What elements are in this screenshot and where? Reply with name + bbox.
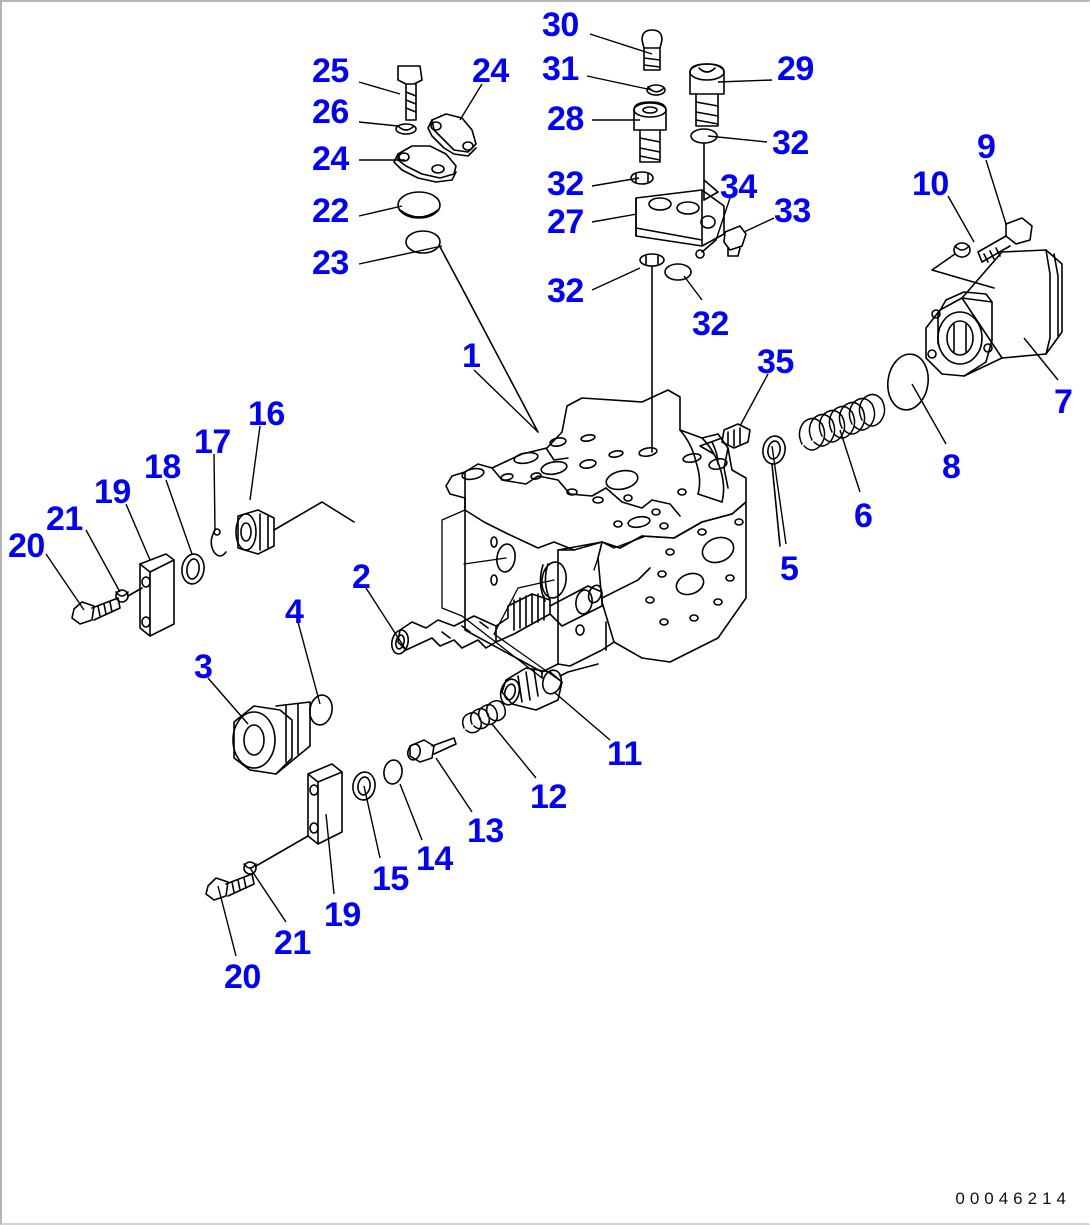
leader-line-3: [207, 677, 249, 725]
valve-housing-body: [445, 389, 747, 679]
callout-number-1: 1: [462, 337, 481, 375]
leader-line-26: [358, 121, 399, 127]
leader-line-18: [165, 479, 193, 555]
leader-line-19b: [325, 813, 335, 895]
callout-number-28: 28: [547, 100, 584, 138]
leader-line-20: [45, 553, 85, 611]
callout-number-24a: 24: [472, 52, 509, 90]
callout-number-4: 4: [285, 593, 304, 631]
callout-number-14: 14: [416, 840, 453, 878]
callout-number-25: 25: [312, 52, 349, 90]
leader-line-10: [947, 195, 975, 243]
callout-number-29: 29: [777, 50, 814, 88]
callout-number-3: 3: [194, 648, 213, 686]
callout-number-9: 9: [977, 128, 996, 166]
callout-number-35: 35: [757, 343, 794, 381]
callout-number-32a: 32: [772, 124, 809, 162]
leader-line-32b: [591, 177, 640, 187]
leader-line-19: [125, 503, 151, 561]
callout-number-23: 23: [312, 244, 349, 282]
callout-number-20b: 20: [224, 958, 261, 996]
leader-line-7: [1023, 337, 1059, 381]
leader-line-34: [715, 197, 731, 241]
leader-line-32c: [591, 267, 641, 291]
callout-number-10: 10: [912, 165, 949, 203]
leader-line-21b: [249, 867, 287, 923]
callout-number-19b: 19: [324, 896, 361, 934]
relief-valve-group: [205, 663, 599, 901]
leader-line-6: [839, 429, 861, 493]
callout-number-13: 13: [467, 812, 504, 850]
callout-number-34: 34: [720, 168, 757, 206]
callout-number-2: 2: [352, 558, 371, 596]
leader-line-17: [213, 453, 216, 531]
callout-number-24b: 24: [312, 140, 349, 178]
callout-number-16: 16: [248, 395, 285, 433]
leader-line-15: [363, 785, 381, 859]
callout-number-15: 15: [372, 860, 409, 898]
leader-line-13: [435, 757, 473, 813]
callout-number-33: 33: [774, 192, 811, 230]
callout-number-18: 18: [144, 448, 181, 486]
leader-line-31: [586, 75, 653, 91]
callout-number-21: 21: [46, 500, 83, 538]
callout-number-26: 26: [312, 93, 349, 131]
callout-number-19: 19: [94, 473, 131, 511]
leader-line-14: [399, 783, 423, 841]
leader-line-35: [739, 373, 769, 427]
leader-line-22: [358, 205, 403, 217]
callout-number-27: 27: [547, 203, 584, 241]
callout-number-11: 11: [607, 735, 642, 773]
leader-line-16: [249, 425, 261, 501]
leader-line-29: [717, 79, 773, 83]
leader-line-11: [553, 691, 611, 741]
callout-number-5: 5: [780, 550, 799, 588]
leader-line-24a: [459, 83, 483, 121]
callout-number-32c: 32: [547, 272, 584, 310]
spool-valve-group: [232, 567, 651, 775]
callout-number-32d: 32: [692, 305, 729, 343]
callout-number-7: 7: [1054, 383, 1073, 421]
leader-line-20b: [217, 885, 237, 957]
leader-line-12: [491, 723, 537, 779]
callout-number-8: 8: [942, 448, 961, 486]
callout-number-32b: 32: [547, 165, 584, 203]
leader-line-2: [365, 587, 407, 651]
callout-number-31: 31: [542, 50, 579, 88]
leader-line-32d: [683, 275, 703, 301]
leader-line-33: [743, 217, 775, 233]
clamp-assembly-group: [393, 65, 539, 433]
callout-number-12: 12: [530, 778, 567, 816]
leader-line-8: [911, 383, 947, 445]
callout-number-30: 30: [542, 6, 579, 44]
leader-line-30: [589, 33, 653, 55]
leader-line-32a: [707, 135, 768, 143]
callout-leader-lines: [45, 33, 1059, 957]
leader-line-21: [85, 529, 121, 593]
callout-number-22: 22: [312, 192, 349, 230]
drawing-number: 00046214: [955, 1189, 1071, 1208]
leader-line-9: [985, 159, 1007, 225]
callout-number-21b: 21: [274, 924, 311, 962]
leader-line-4: [297, 621, 321, 705]
leader-line-1: [473, 369, 539, 433]
body-leader-lines: [441, 509, 647, 683]
leader-line-27: [591, 213, 638, 223]
pilot-cylinder-group: [699, 217, 1063, 547]
orifice-block-group: [630, 29, 747, 453]
left-spool-cap-group: [71, 501, 355, 637]
leader-line-5: [771, 445, 787, 545]
callout-number-20: 20: [8, 527, 45, 565]
callout-number-17: 17: [194, 423, 231, 461]
leader-line-25: [358, 81, 401, 95]
leader-line-23: [358, 245, 443, 265]
callout-number-6: 6: [854, 497, 873, 535]
